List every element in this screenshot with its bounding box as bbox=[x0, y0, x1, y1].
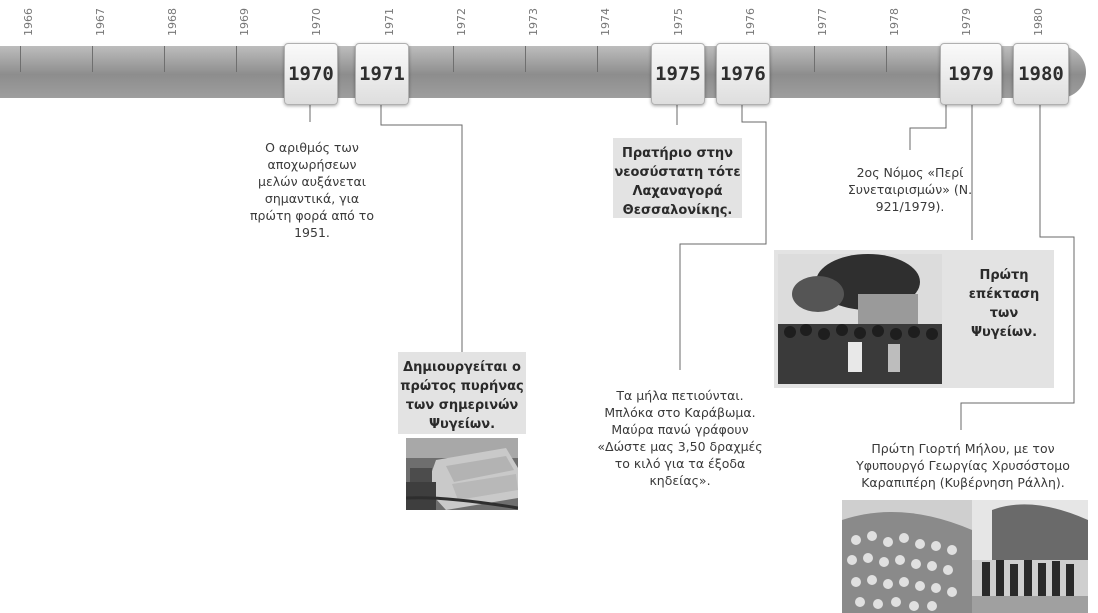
year-box-1975: 1975 bbox=[651, 43, 705, 105]
event-1976-text: Τα μήλα πετιούνται. Μπλόκα στο Καράβωμα.… bbox=[597, 388, 763, 488]
year-box-1970: 1970 bbox=[284, 43, 338, 105]
event-1975-box: Πρατήριο στην νεοσύστατη τότε Λαχαναγορά… bbox=[613, 138, 742, 218]
year-box-1976: 1976 bbox=[716, 43, 770, 105]
timeline-bar bbox=[0, 46, 1086, 98]
year-box-1980: 1980 bbox=[1013, 43, 1069, 105]
connector-1979-law bbox=[909, 103, 947, 150]
event-1979-extension-panel: Πρώτη επέκταση των Ψυγείων. bbox=[774, 250, 1054, 388]
timeline-tick bbox=[597, 46, 598, 72]
timeline-tick bbox=[453, 46, 454, 72]
event-1970-text: Ο αριθμός των αποχωρήσεων μελών αυξάνετα… bbox=[250, 140, 374, 240]
event-1971-box: Δημιουργείται ο πρώτος πυρήνας των σημερ… bbox=[398, 352, 526, 434]
event-1979-extension-caption: Πρώτη επέκταση των Ψυγείων. bbox=[968, 268, 1040, 340]
ceremony-crowd-photo bbox=[778, 254, 942, 384]
freezers-aerial-photo bbox=[406, 438, 518, 510]
year-box-1971: 1971 bbox=[355, 43, 409, 105]
timeline-tick bbox=[886, 46, 887, 72]
event-1979-law-text: 2ος Νόμος «Περί Συνεταιρισμών» (Ν. 921/1… bbox=[847, 165, 973, 214]
timeline-tick bbox=[20, 46, 21, 72]
connector-1971 bbox=[380, 103, 463, 352]
timeline-tick bbox=[525, 46, 526, 72]
timeline-tick bbox=[236, 46, 237, 72]
timeline-tick bbox=[814, 46, 815, 72]
connector-1980 bbox=[960, 103, 1075, 430]
timeline-tick bbox=[92, 46, 93, 72]
connector-1976 bbox=[679, 103, 767, 370]
apple-festival-photo bbox=[842, 500, 1088, 613]
year-box-1979: 1979 bbox=[940, 43, 1002, 105]
timeline-tick bbox=[164, 46, 165, 72]
event-1980-text: Πρώτη Γιορτή Μήλου, με τον Υφυπουργό Γεω… bbox=[856, 441, 1070, 490]
